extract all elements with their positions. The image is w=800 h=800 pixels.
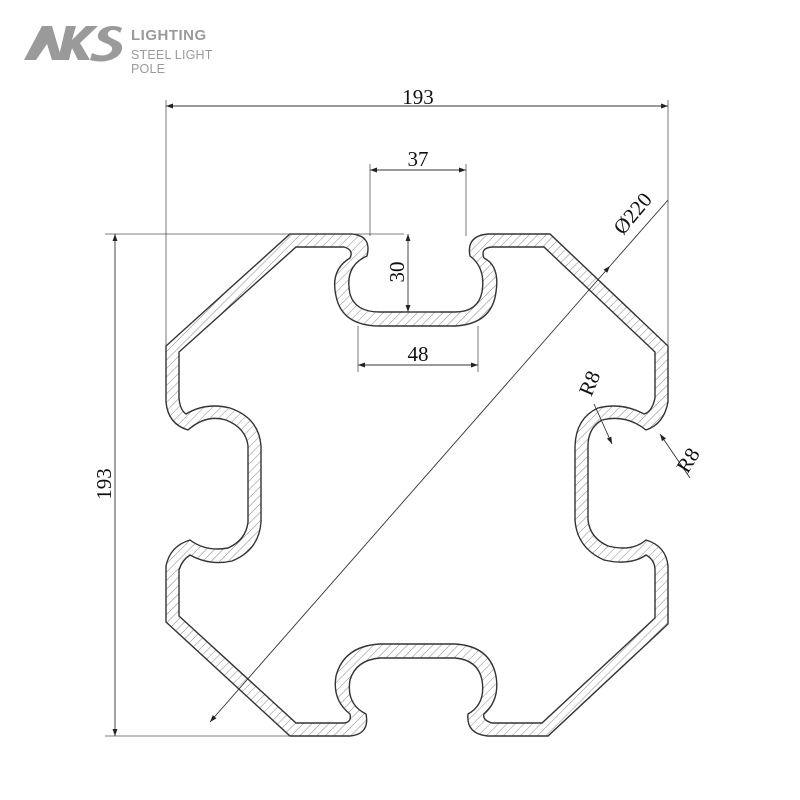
dim-radius-inner-label: R8 (671, 444, 704, 478)
dim-slot-depth-label: 30 (385, 262, 409, 283)
brand-subtitle: STEEL LIGHT POLE (131, 48, 213, 76)
aks-logo-mark (24, 26, 123, 62)
dim-line-radius-outer (593, 403, 613, 445)
dim-line-diameter-extension (609, 199, 669, 267)
dim-line-diameter (209, 265, 611, 723)
dim-line-radius-inner (659, 433, 691, 479)
dim-height-label: 193 (92, 468, 116, 500)
brand-logo: LIGHTING STEEL LIGHT POLE (22, 22, 242, 76)
dimension-lines (112, 103, 691, 736)
dim-radius-outer-label: R8 (574, 367, 606, 399)
dim-width-label: 193 (402, 85, 434, 109)
dim-slot-inner-label: 48 (408, 342, 429, 366)
brand-title: LIGHTING (131, 27, 207, 44)
pole-profile-wall (165, 233, 669, 737)
dim-diameter-label: Ø220 (608, 188, 656, 239)
dim-slot-opening-label: 37 (408, 147, 429, 171)
